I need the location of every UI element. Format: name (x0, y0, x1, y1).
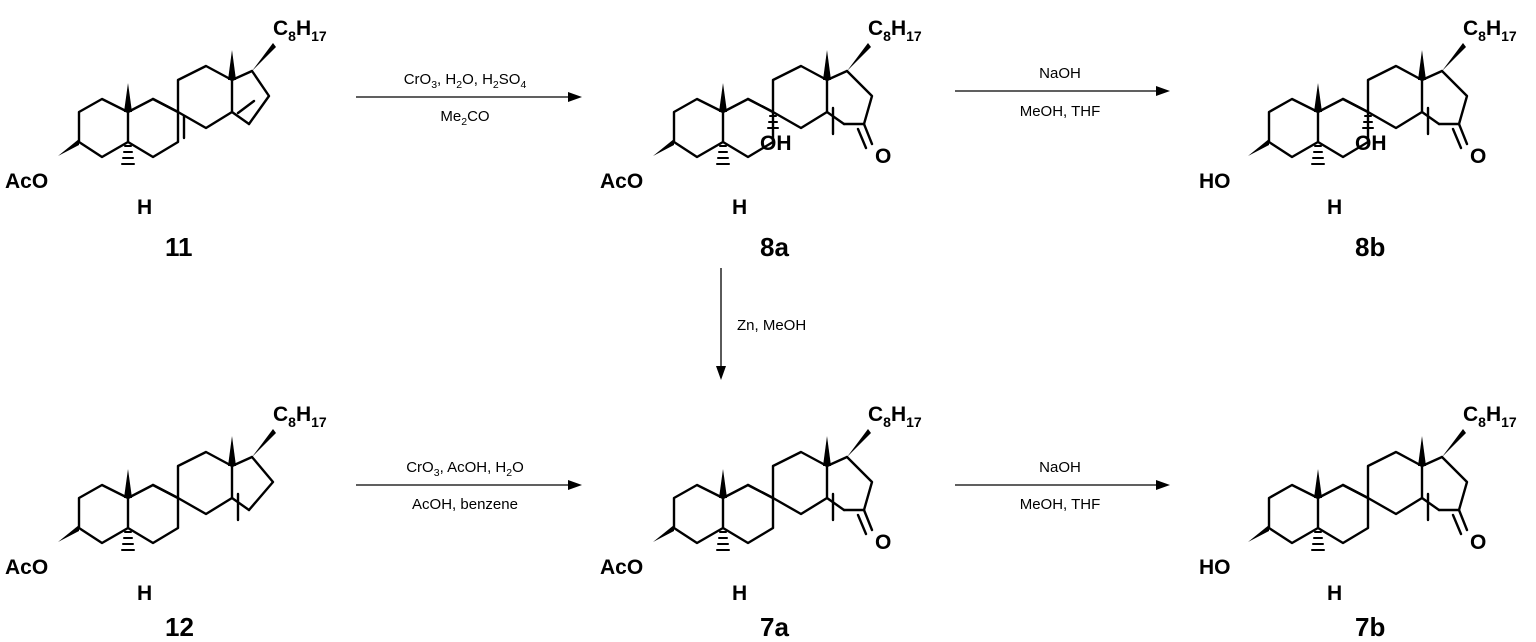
conditions-below: AcOH, benzene (412, 496, 518, 513)
compound-number: 8b (1355, 232, 1385, 262)
ketone-oxygen-label: O (875, 145, 891, 168)
h-atom-label: H (1327, 196, 1342, 219)
conditions-below: Me2CO (440, 108, 489, 128)
h-atom-label: H (732, 582, 747, 605)
reaction-arrow-2: NaOH MeOH, THF (955, 65, 1170, 120)
reagents-above: NaOH (1039, 65, 1081, 82)
compound-number: 7a (760, 612, 789, 642)
compound-11: AcO H C8H17 11 (5, 17, 327, 262)
conditions-below: MeOH, THF (1020, 496, 1101, 513)
hydroxyl-label: HO (1199, 556, 1231, 579)
ketone-oxygen-label: O (1470, 531, 1486, 554)
compound-number: 12 (165, 612, 194, 642)
reagents-above: CrO3, AcOH, H2O (406, 459, 524, 479)
reaction-arrow-3: Zn, MeOH (716, 268, 806, 380)
side-chain-label: C8H17 (1463, 17, 1517, 44)
side-chain-label: C8H17 (1463, 403, 1517, 430)
reaction-arrow-5: NaOH MeOH, THF (955, 459, 1170, 513)
acyl-group-label: AcO (600, 556, 643, 579)
compound-8b: HO OH O H C8H17 8b (1199, 17, 1517, 262)
h-atom-label: H (137, 196, 152, 219)
compound-12: AcO H C8H17 12 (5, 403, 327, 642)
compound-number: 11 (165, 232, 193, 262)
reaction-arrow-1: CrO3, H2O, H2SO4 Me2CO (356, 71, 582, 128)
side-chain-label: C8H17 (273, 17, 327, 44)
side-chain-label: C8H17 (868, 403, 922, 430)
compound-8a: AcO OH O H C8H17 8a (600, 17, 922, 262)
compound-number: 8a (760, 232, 789, 262)
compound-7a: AcO O H C8H17 7a (600, 403, 922, 642)
acyl-group-label: AcO (600, 170, 643, 193)
hydroxyl-label: OH (1355, 132, 1387, 155)
compound-7b: HO O H C8H17 7b (1199, 403, 1517, 642)
acyl-group-label: AcO (5, 170, 48, 193)
reagents-side: Zn, MeOH (737, 317, 806, 334)
reaction-arrow-4: CrO3, AcOH, H2O AcOH, benzene (356, 459, 582, 513)
side-chain-label: C8H17 (868, 17, 922, 44)
h-atom-label: H (732, 196, 747, 219)
side-chain-label: C8H17 (273, 403, 327, 430)
h-atom-label: H (137, 582, 152, 605)
hydroxyl-label: HO (1199, 170, 1231, 193)
compound-number: 7b (1355, 612, 1385, 642)
ketone-oxygen-label: O (1470, 145, 1486, 168)
acyl-group-label: AcO (5, 556, 48, 579)
ketone-oxygen-label: O (875, 531, 891, 554)
h-atom-label: H (1327, 582, 1342, 605)
conditions-below: MeOH, THF (1020, 103, 1101, 120)
hydroxyl-label: OH (760, 132, 792, 155)
reagents-above: NaOH (1039, 459, 1081, 476)
reagents-above: CrO3, H2O, H2SO4 (404, 71, 527, 91)
